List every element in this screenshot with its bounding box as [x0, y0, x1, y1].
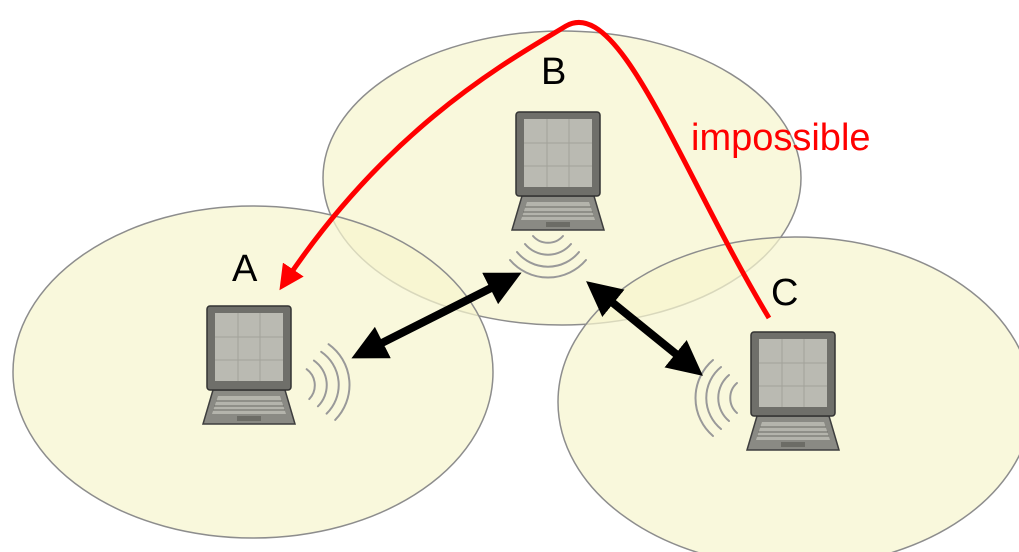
impossible-link-arrow: [279, 20, 772, 320]
laptop-icon-a: [202, 305, 296, 425]
laptop-icon-c: [746, 331, 840, 451]
node-label-b: B: [541, 51, 566, 93]
laptop-icon-b: [511, 111, 605, 231]
node-label-c: C: [771, 272, 798, 314]
node-label-a: A: [232, 248, 258, 290]
impossible-link-label: impossible: [691, 117, 871, 159]
link-arrow-a-b: [351, 272, 522, 359]
link-arrow-b-c: [586, 281, 703, 376]
